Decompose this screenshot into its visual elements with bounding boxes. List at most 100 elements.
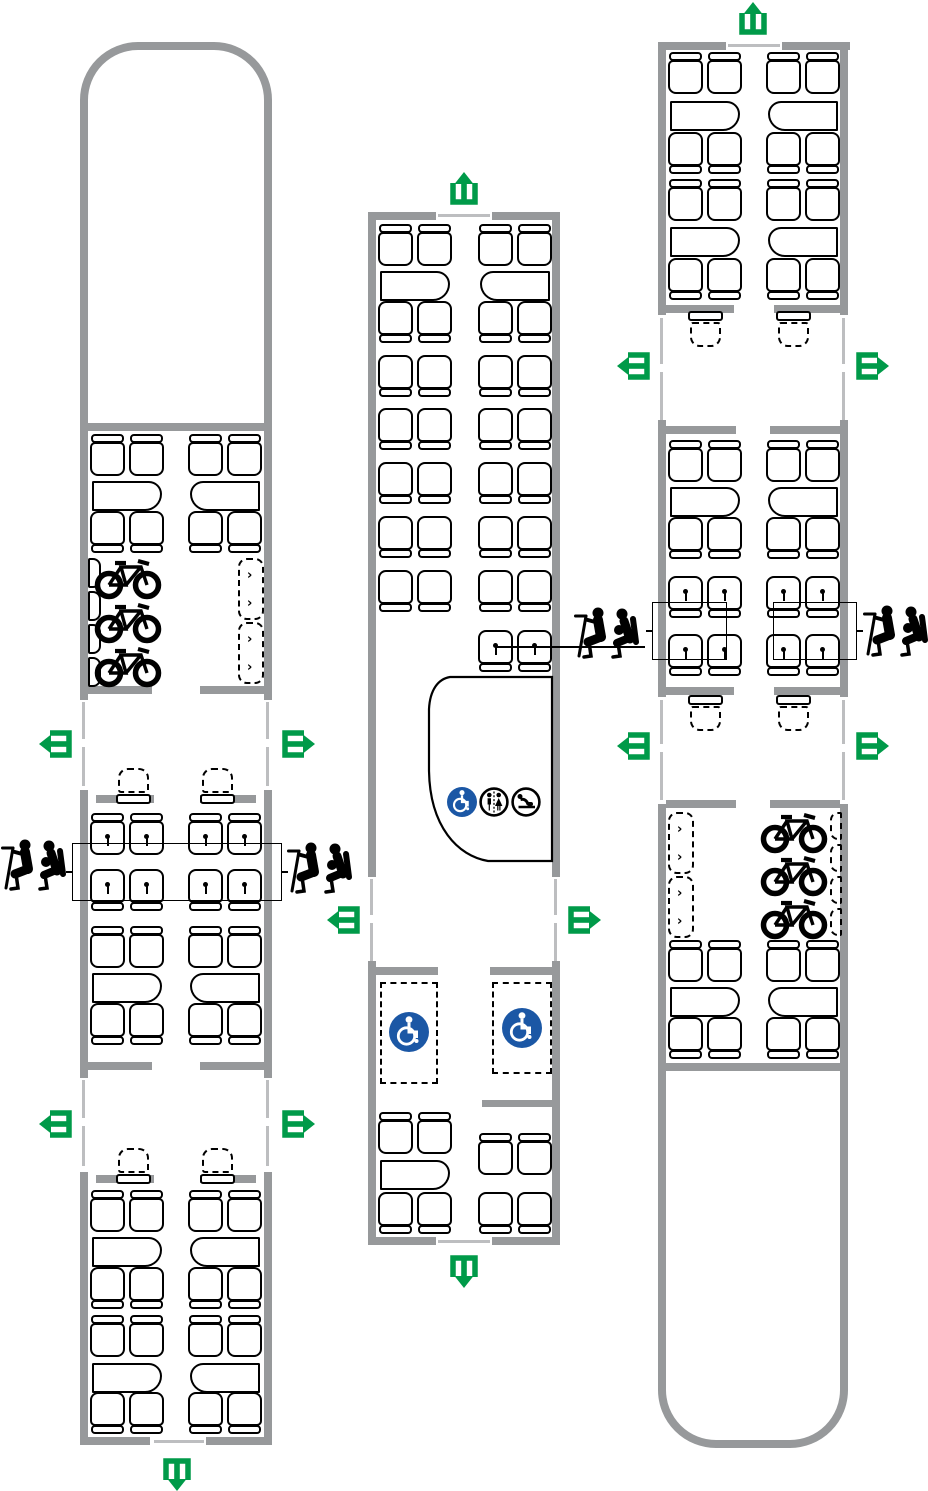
seat-backrest xyxy=(379,334,412,343)
seat-pair xyxy=(478,224,552,268)
seat xyxy=(90,1315,125,1359)
seat-cushion xyxy=(378,1120,413,1154)
door-opening xyxy=(842,700,845,744)
seat-pair xyxy=(668,258,742,302)
seat xyxy=(188,511,223,555)
door-opening xyxy=(660,372,663,420)
seat-pair xyxy=(188,1267,262,1311)
seat xyxy=(90,1190,125,1234)
seat-pair xyxy=(188,1190,262,1234)
wall xyxy=(840,420,848,697)
gangway-arrow-up xyxy=(447,172,481,208)
seat-cushion xyxy=(227,1323,262,1357)
seat-cushion xyxy=(227,511,262,545)
seat xyxy=(129,1190,164,1234)
pregnant-passenger-icon xyxy=(900,606,928,657)
seat xyxy=(188,1267,223,1311)
seat xyxy=(478,516,513,560)
wall xyxy=(368,961,376,1245)
table xyxy=(92,1237,162,1267)
wall xyxy=(88,686,152,694)
wall xyxy=(80,1172,88,1445)
door-opening xyxy=(660,318,663,364)
priority-seats-bracket xyxy=(72,843,282,901)
seat-cushion xyxy=(668,60,703,94)
seat-pair xyxy=(668,52,742,96)
seat-cushion xyxy=(766,187,801,221)
wall xyxy=(80,1437,150,1445)
seat xyxy=(668,179,703,223)
wall-tip-up-seat-folded xyxy=(830,812,842,840)
priority-seat-marker xyxy=(722,589,727,594)
seat xyxy=(188,1392,223,1436)
seat-backrest xyxy=(130,1425,163,1434)
priority-seats-bracket xyxy=(773,602,857,660)
seat xyxy=(227,1392,262,1436)
seat-backrest xyxy=(669,165,702,174)
seat xyxy=(668,940,703,984)
seat-backrest xyxy=(767,667,800,676)
wall xyxy=(774,687,848,695)
seat-backrest xyxy=(669,667,702,676)
seat-cushion xyxy=(766,258,801,292)
seat-cushion xyxy=(766,132,801,166)
seat-pair xyxy=(378,408,452,452)
seat-backrest xyxy=(806,667,839,676)
fold-arrow-icon: › xyxy=(247,596,253,611)
seat-cushion xyxy=(378,301,413,335)
door-opening xyxy=(842,752,845,800)
seat-backrest xyxy=(479,495,512,504)
seat-cushion xyxy=(805,517,840,551)
door-opening xyxy=(554,923,557,961)
priority-seat-marker xyxy=(683,647,688,652)
table xyxy=(190,1363,260,1393)
seat-backrest xyxy=(518,603,551,612)
seat-cushion xyxy=(478,570,513,604)
seat xyxy=(805,179,840,223)
seat-backrest xyxy=(767,550,800,559)
seat-backrest xyxy=(418,334,451,343)
wall xyxy=(658,42,726,50)
wall xyxy=(80,790,88,1078)
seat-pair xyxy=(378,301,452,345)
seat-cushion xyxy=(129,1267,164,1301)
wall xyxy=(376,967,438,975)
tip-up-flap xyxy=(690,706,721,731)
door-opening xyxy=(660,752,663,800)
seat-cushion xyxy=(227,1198,262,1232)
seat-backrest xyxy=(379,495,412,504)
seat xyxy=(378,462,413,506)
wall xyxy=(666,426,736,434)
wall-tip-up-seat-folded xyxy=(830,844,842,872)
seat-backrest xyxy=(767,291,800,300)
seat-cushion xyxy=(805,1017,840,1051)
seat-cushion xyxy=(188,1267,223,1301)
seat-cushion xyxy=(90,1323,125,1357)
seat-pair xyxy=(668,440,742,484)
fold-arrow-icon: › xyxy=(247,568,253,583)
seat-backrest xyxy=(418,495,451,504)
gangway-arrow-left xyxy=(617,349,653,383)
seat xyxy=(378,301,413,345)
seat xyxy=(707,52,742,96)
seat-pair xyxy=(90,1190,164,1234)
seat-pair xyxy=(188,1315,262,1359)
door-opening xyxy=(660,700,663,744)
seat-pair xyxy=(188,1392,262,1436)
priority-seat-pair xyxy=(90,869,164,913)
seat-backrest xyxy=(228,902,261,911)
seat-cushion xyxy=(478,1141,513,1175)
seat xyxy=(668,440,703,484)
seat-cushion xyxy=(227,1392,262,1426)
seat xyxy=(378,1192,413,1236)
seat xyxy=(129,1392,164,1436)
seat xyxy=(707,440,742,484)
seat-pair xyxy=(766,179,840,223)
seat-cushion xyxy=(766,448,801,482)
seat-cushion xyxy=(188,934,223,968)
seat-cushion xyxy=(707,187,742,221)
seat-cushion xyxy=(766,517,801,551)
seat-backrest xyxy=(518,549,551,558)
wheelchair-space xyxy=(492,982,552,1074)
